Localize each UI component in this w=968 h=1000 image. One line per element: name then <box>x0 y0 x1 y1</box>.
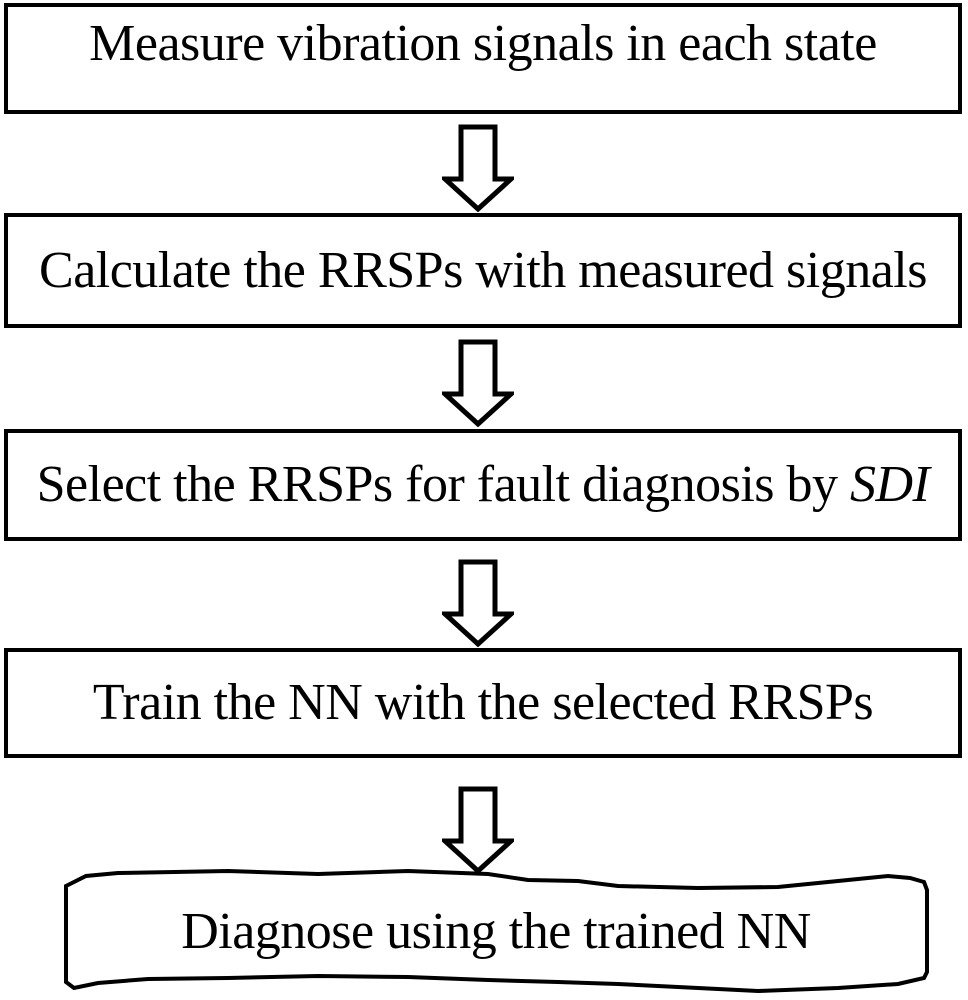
flow-step-measure-signals: Measure vibration signals in each state <box>4 3 962 114</box>
flow-step-train-nn: Train the NN with the selected RRSPs <box>4 648 962 758</box>
flow-step-label-emphasis: SDI <box>850 456 930 514</box>
flow-step-label: Diagnose using the trained NN <box>181 903 811 961</box>
flow-step-label: Calculate the RRSPs with measured signal… <box>39 241 927 299</box>
flow-step-label-text: Select the RRSPs for fault diagnosis by <box>36 456 838 514</box>
down-arrow-icon <box>442 786 514 874</box>
flow-step-label: Train the NN with the selected RRSPs <box>92 674 874 732</box>
down-arrow-icon <box>442 124 514 212</box>
flow-step-calculate-rrsps: Calculate the RRSPs with measured signal… <box>4 213 962 328</box>
down-arrow-icon <box>442 339 514 427</box>
down-arrow-icon <box>442 559 514 647</box>
hand-drawn-box-outline <box>64 868 929 994</box>
flow-step-diagnose: Diagnose using the trained NN <box>58 872 934 992</box>
flow-step-label: Measure vibration signals in each state <box>89 15 877 72</box>
